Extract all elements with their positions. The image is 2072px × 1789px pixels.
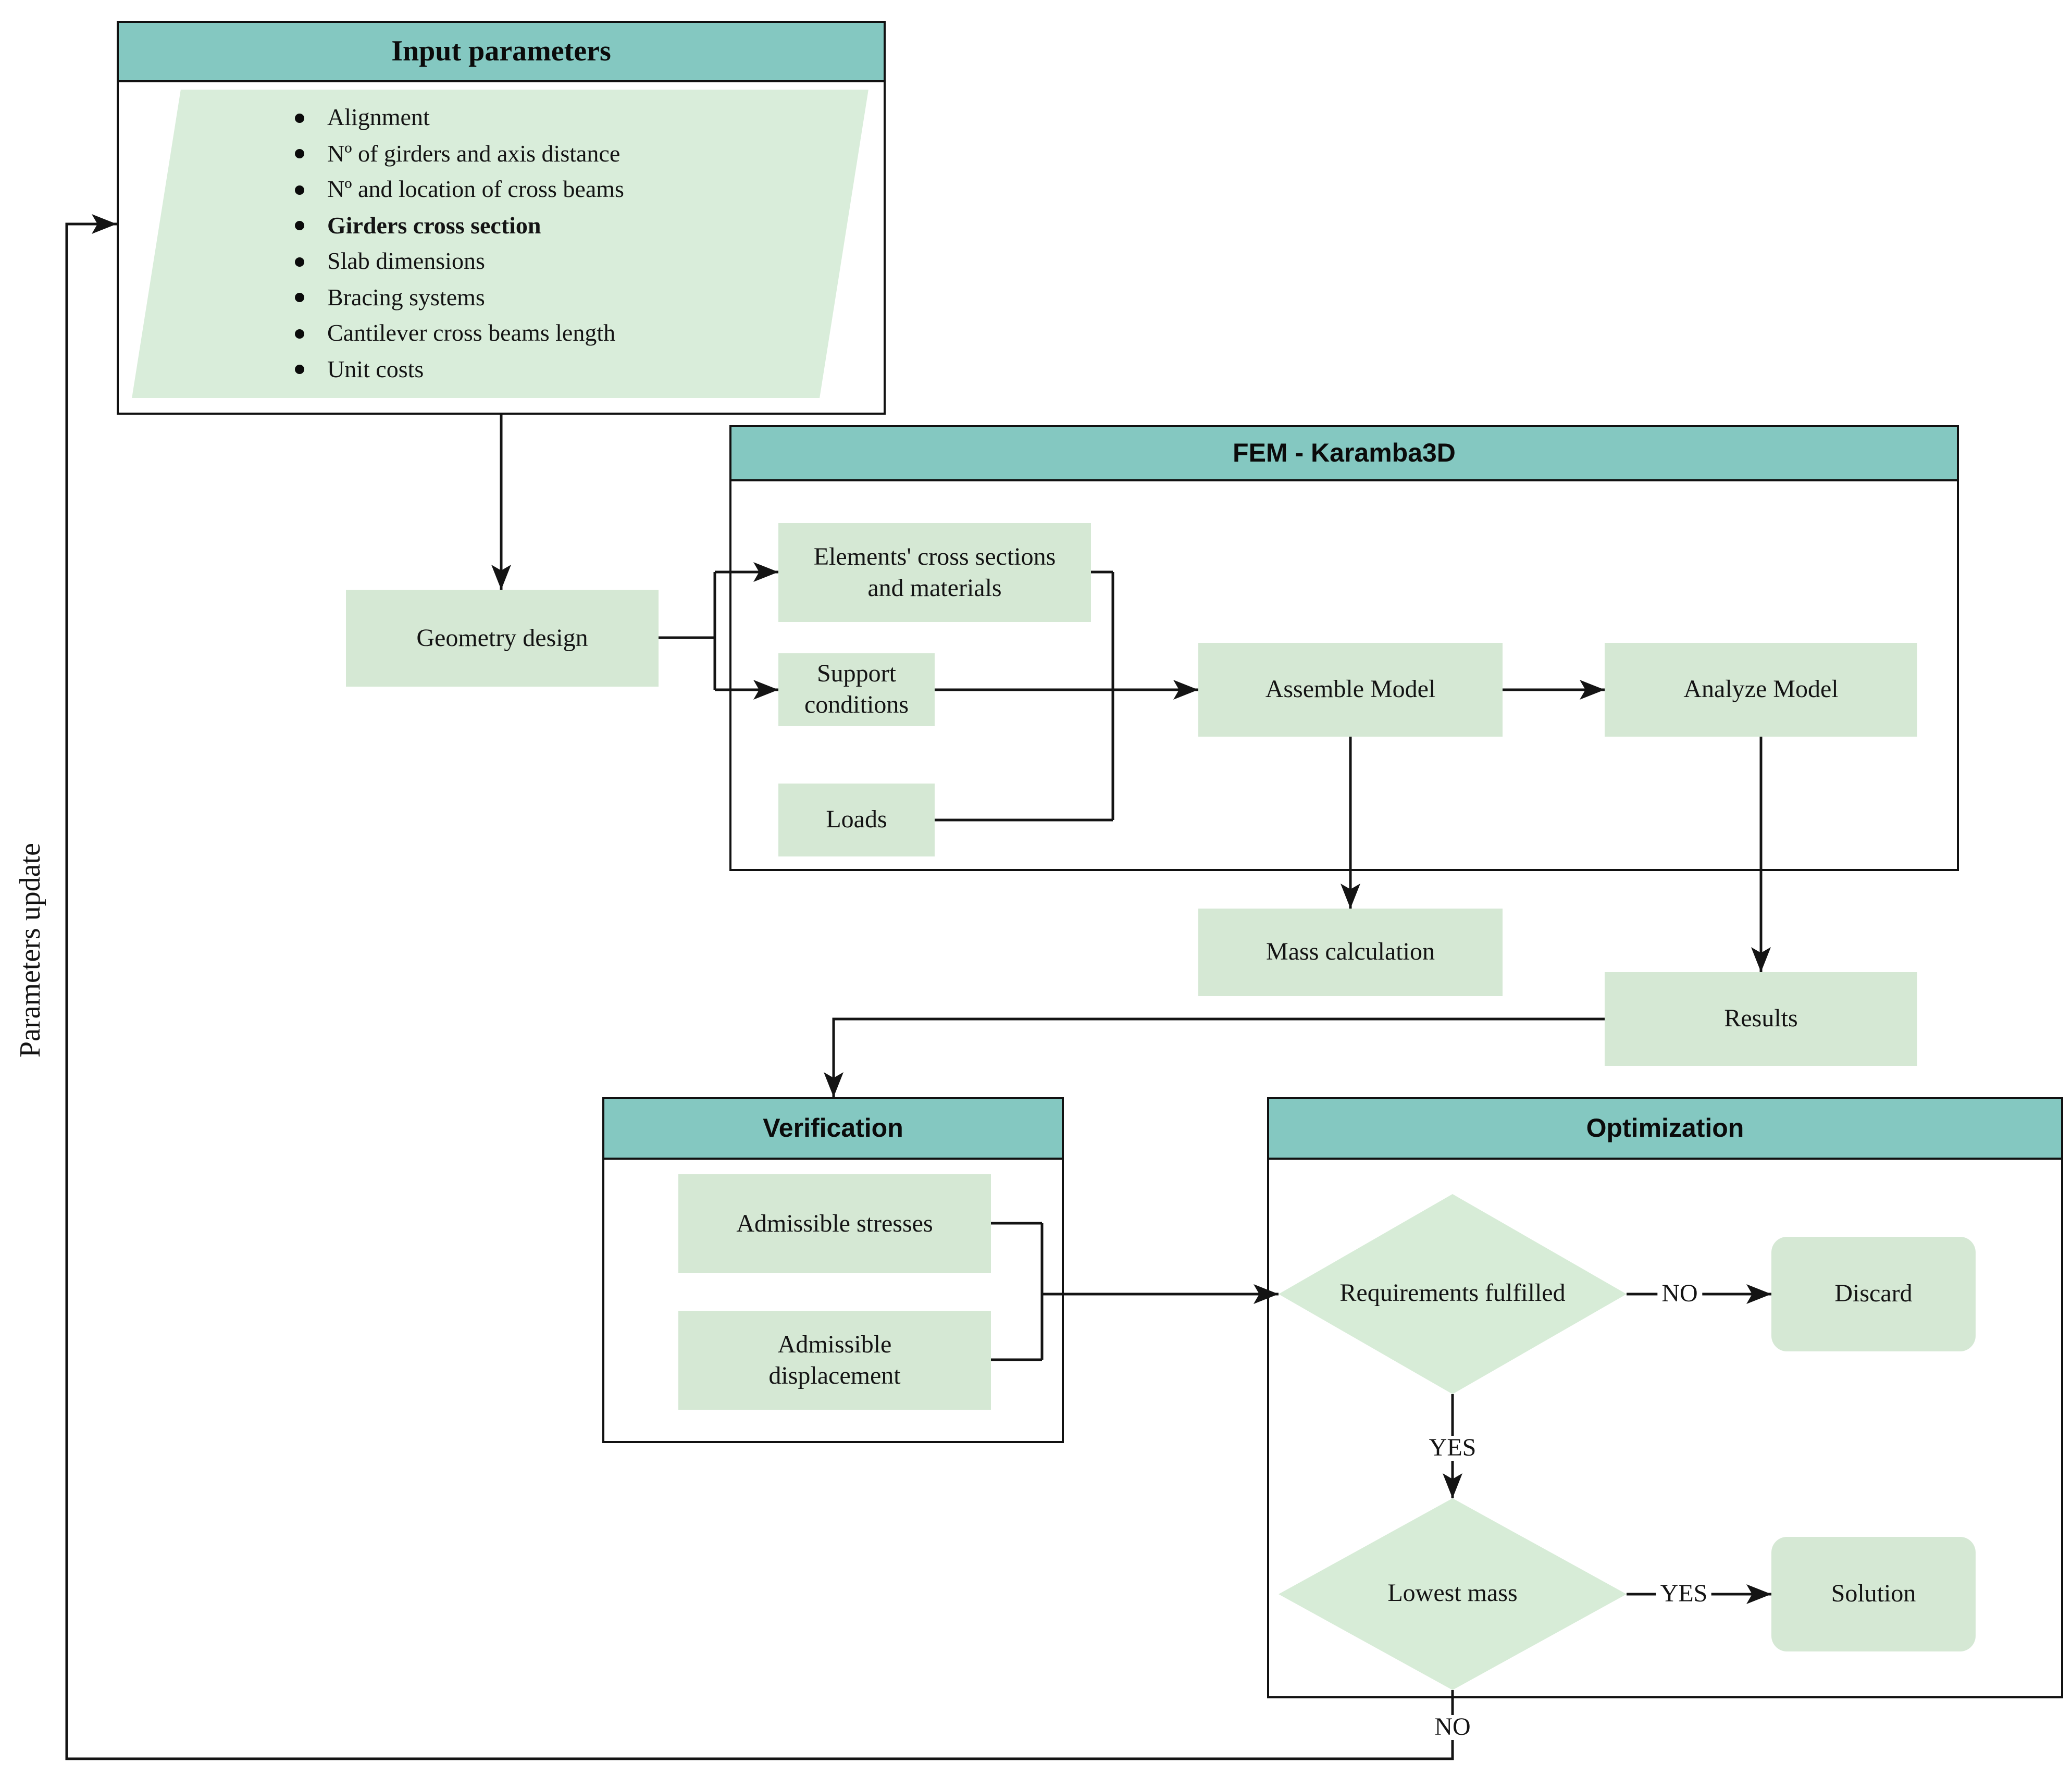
- results-node: Results: [1605, 972, 1917, 1066]
- input-parameter-text: Nº and location of cross beams: [327, 176, 624, 203]
- mass-calculation-node: Mass calculation: [1198, 909, 1503, 996]
- discard-node: Discard: [1771, 1237, 1976, 1351]
- requirements-no-label: NO: [1657, 1282, 1702, 1307]
- solution-node: Solution: [1771, 1537, 1976, 1651]
- parameters-update-label: Parameters update: [15, 842, 47, 1058]
- admissible-stresses-label: Admissible stresses: [736, 1210, 933, 1237]
- discard-label: Discard: [1834, 1281, 1913, 1308]
- geometry-design-node: Geometry design: [346, 590, 659, 687]
- bullet-icon: [295, 257, 304, 267]
- assemble-model-node: Assemble Model: [1198, 643, 1503, 737]
- requirements-fulfilled-label: Requirements fulfilled: [1339, 1280, 1566, 1307]
- bullet-icon: [295, 185, 304, 195]
- analyze-model-node: Analyze Model: [1605, 643, 1917, 737]
- bullet-icon: [295, 221, 304, 231]
- lowest-mass-label: Lowest mass: [1387, 1580, 1518, 1607]
- input-parameter-text: Cantilever cross beams length: [327, 320, 616, 346]
- bullet-icon: [295, 149, 304, 159]
- input-parameters-title: Input parameters: [391, 35, 611, 67]
- input-parameter-item: Unit costs: [295, 356, 858, 383]
- input-parameter-text: Bracing systems: [327, 284, 485, 310]
- bullet-icon: [295, 293, 304, 303]
- lowest-mass-no-label: NO: [1430, 1715, 1475, 1740]
- fem-header: FEM - Karamba3D: [731, 427, 1957, 481]
- admissible-stresses-node: Admissible stresses: [678, 1174, 991, 1273]
- solution-label: Solution: [1831, 1581, 1916, 1608]
- admissible-displacement-label: Admissible displacement: [768, 1331, 901, 1389]
- verification-title: Verification: [763, 1113, 903, 1142]
- support-conditions-label: Support conditions: [804, 661, 909, 719]
- input-parameter-text: Slab dimensions: [327, 248, 485, 275]
- support-conditions-node: Support conditions: [778, 653, 935, 726]
- verification-header: Verification: [604, 1099, 1062, 1160]
- optimization-header: Optimization: [1269, 1099, 2061, 1160]
- input-parameter-item: Bracing systems: [295, 284, 858, 312]
- input-parameter-item: Nº of girders and axis distance: [295, 140, 858, 167]
- input-parameter-text: Alignment: [327, 104, 430, 130]
- input-parameter-item: Cantilever cross beams length: [295, 320, 858, 347]
- input-parameter-item: Nº and location of cross beams: [295, 176, 858, 203]
- input-parameter-item: Alignment: [295, 104, 858, 131]
- input-parameter-item: Slab dimensions: [295, 249, 858, 276]
- loads-node: Loads: [778, 784, 935, 856]
- geometry-design-label: Geometry design: [416, 625, 588, 652]
- assemble-model-label: Assemble Model: [1265, 676, 1436, 703]
- bullet-icon: [295, 329, 304, 339]
- requirements-yes-label: YES: [1424, 1436, 1481, 1461]
- bullet-icon: [295, 113, 304, 122]
- results-label: Results: [1724, 1005, 1798, 1033]
- mass-calculation-label: Mass calculation: [1266, 939, 1435, 966]
- analyze-model-label: Analyze Model: [1683, 676, 1839, 703]
- elements-cross-label: Elements' cross sections and materials: [813, 543, 1056, 602]
- optimization-title: Optimization: [1586, 1113, 1744, 1142]
- lowest-mass-yes-label: YES: [1656, 1582, 1712, 1607]
- bullet-icon: [295, 365, 304, 375]
- fem-title: FEM - Karamba3D: [1233, 438, 1456, 467]
- admissible-displacement-node: Admissible displacement: [678, 1311, 991, 1410]
- input-parameter-text: Girders cross section: [327, 212, 541, 239]
- input-parameters-header: Input parameters: [119, 23, 884, 82]
- input-parameter-text: Unit costs: [327, 356, 424, 382]
- loads-label: Loads: [826, 806, 887, 834]
- input-parameter-list: Alignment Nº of girders and axis distance…: [295, 104, 858, 383]
- input-parameter-text: Nº of girders and axis distance: [327, 140, 621, 167]
- elements-cross-node: Elements' cross sections and materials: [778, 523, 1091, 622]
- input-parameter-item: Girders cross section: [295, 212, 858, 239]
- arrow-results-to-verification: [832, 1017, 1605, 1097]
